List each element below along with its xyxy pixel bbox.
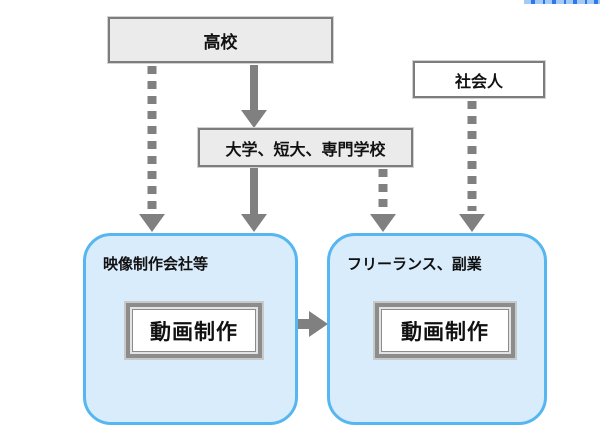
container-video-production-company-label: 映像制作会社等 (103, 256, 209, 273)
container-freelance-sidejob-label: フリーランス、副業 (347, 256, 482, 273)
node-university-label: 大学、短大、専門学校 (225, 141, 386, 159)
video-production-box-right-label: 動画制作 (381, 309, 509, 352)
arrow-adult-to-freelance-dashed (459, 101, 485, 232)
video-production-box-left: 動画制作 (126, 303, 262, 358)
arrow-company-to-freelance-solid (296, 311, 328, 337)
container-freelance-sidejob: フリーランス、副業 動画制作 (327, 233, 547, 425)
node-university: 大学、短大、専門学校 (198, 128, 413, 167)
arrow-university-to-freelance-dashed (370, 169, 396, 232)
node-working-adult: 社会人 (413, 61, 545, 98)
node-high-school: 高校 (108, 17, 333, 63)
node-high-school-label: 高校 (203, 32, 238, 52)
node-working-adult-label: 社会人 (454, 73, 503, 91)
arrow-university-to-company-solid (241, 168, 267, 232)
video-production-box-right: 動画制作 (375, 303, 515, 358)
clipped-text-selection-strip (524, 0, 600, 4)
arrow-highschool-to-university-solid (241, 65, 267, 128)
container-video-production-company: 映像制作会社等 動画制作 (83, 233, 298, 425)
video-production-box-left-label: 動画制作 (132, 309, 256, 352)
arrow-highschool-to-company-dashed (139, 66, 165, 232)
